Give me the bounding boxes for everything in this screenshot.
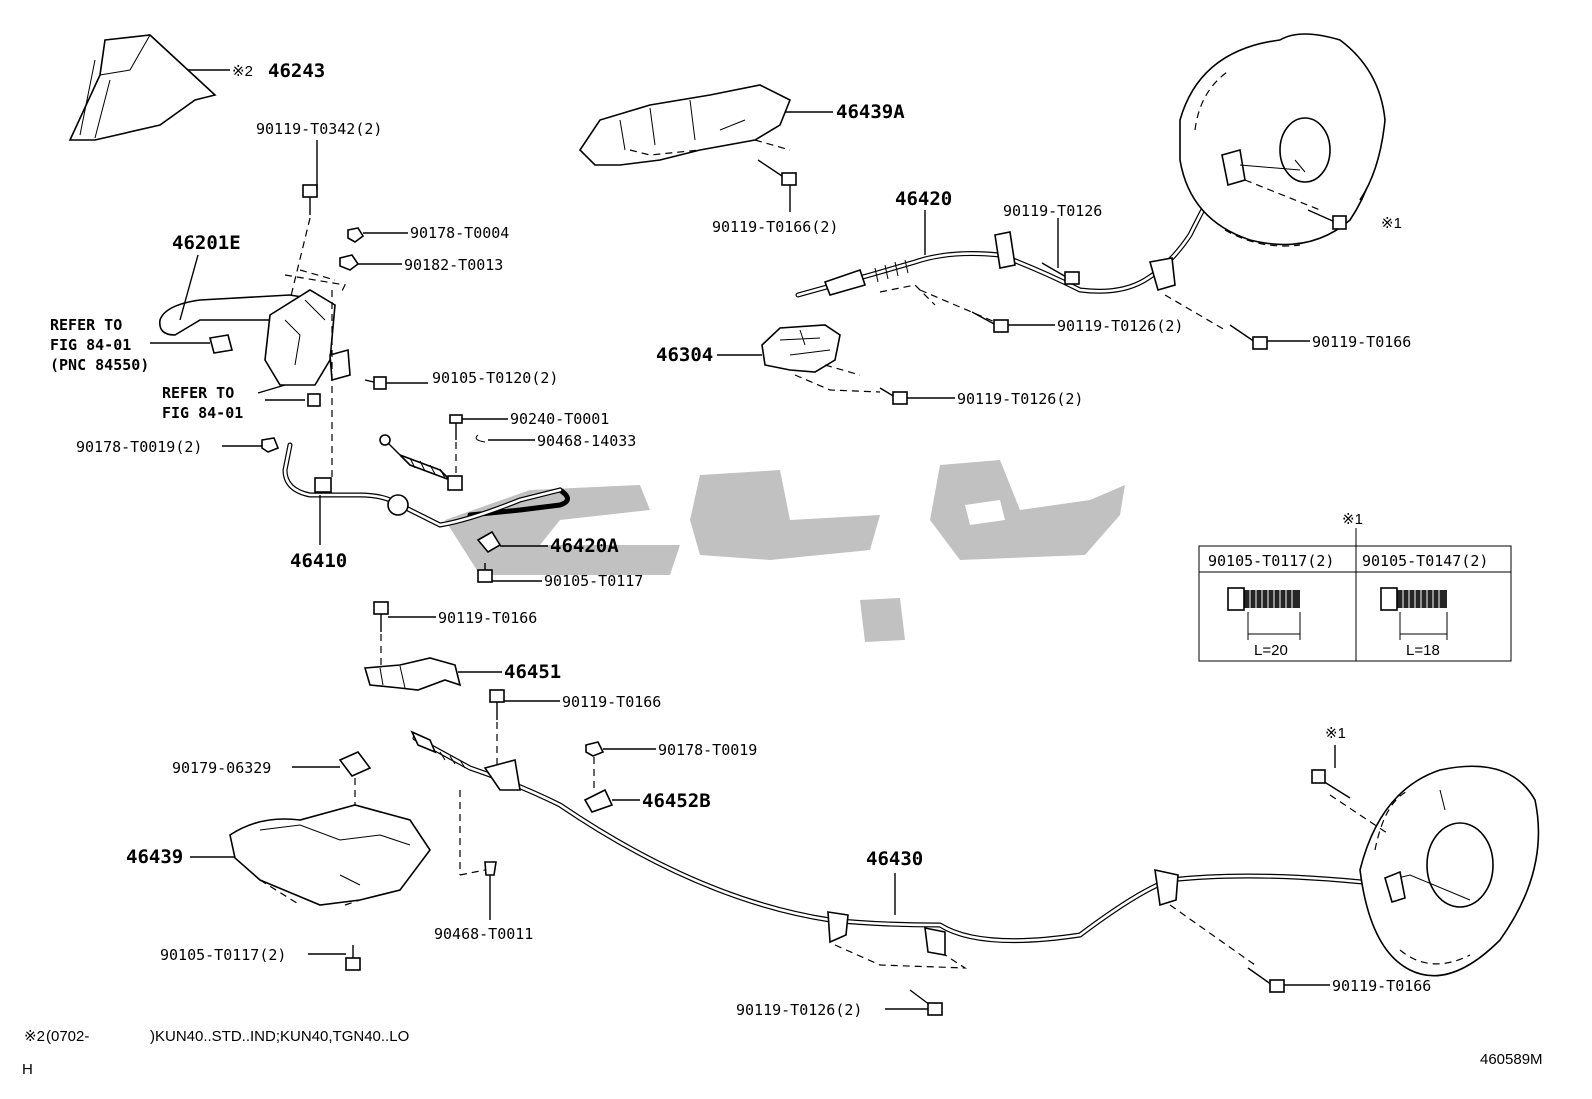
nut-90178-T0004: [347, 227, 408, 243]
part-label-46410: 46410: [290, 550, 347, 572]
cable-46420: [795, 167, 1228, 331]
part-label-90179-06329: 90179-06329: [172, 759, 271, 777]
bolt-90105-T0117: [477, 563, 542, 583]
table-length-1: L=20: [1254, 642, 1288, 659]
nut-90182-T0013: [339, 254, 402, 271]
part-label-90119-T0166-b: 90119-T0166: [562, 693, 661, 711]
table-header-2: 90105-T0147(2): [1362, 552, 1488, 570]
part-label-46439: 46439: [126, 846, 183, 868]
cable-46430: [410, 730, 1393, 969]
part-label-46430: 46430: [866, 848, 923, 870]
part-label-90119-T0166-a: 90119-T0166: [438, 609, 537, 627]
bolt-90119-T0166-d: [1229, 324, 1310, 350]
clamp-46420A: [476, 530, 548, 554]
cover-46439A: [578, 84, 833, 166]
cable-46410: [282, 434, 570, 545]
nut-90178-T0019: [585, 741, 656, 790]
brake-backing-plate-lh: [1179, 33, 1386, 247]
refer-to-line2: FIG 84-01: [50, 336, 131, 354]
lever-assy-46201E: [158, 254, 346, 386]
part-label-46451: 46451: [504, 661, 561, 683]
nut-90178-T0019-2: [222, 437, 280, 453]
part-label-90240-T0001: 90240-T0001: [510, 410, 609, 428]
part-label-90468-T0011: 90468-T0011: [434, 925, 533, 943]
part-label-90119-T0126-2-b: 90119-T0126(2): [957, 390, 1083, 408]
part-label-46439A: 46439A: [836, 101, 905, 123]
part-label-90178-T0004: 90178-T0004: [410, 224, 509, 242]
part-label-90105-T0120: 90105-T0120(2): [432, 369, 558, 387]
part-label-90119-T0126: 90119-T0126: [1003, 202, 1102, 220]
part-label-90178-T0019-2: 90178-T0019(2): [76, 438, 202, 456]
bracket-46451: [363, 657, 502, 691]
bolt-90105-T0120: [329, 348, 428, 390]
part-label-46420A: 46420A: [550, 535, 619, 557]
refer-to-line3: (PNC 84550): [50, 356, 149, 374]
part-label-46420: 46420: [895, 188, 952, 210]
diagram-code: 460589M: [1480, 1051, 1543, 1068]
part-label-90119-T0166-2: 90119-T0166(2): [712, 218, 838, 236]
clamp-46452B: [583, 788, 640, 813]
mark2-label: ※2: [232, 63, 253, 80]
part-label-90178-T0019: 90178-T0019: [658, 741, 757, 759]
bolt-90119-T0126: [1041, 218, 1080, 285]
bolt-refer-fig: [257, 384, 321, 407]
refer-to-2-line1: REFER TO: [162, 384, 234, 402]
footnote-mark: ※2: [24, 1028, 45, 1045]
footnote-text-a: (0702-: [46, 1028, 89, 1045]
part-label-46452B: 46452B: [642, 790, 711, 812]
bolt-90119-T0126-2-bottom: [885, 989, 943, 1016]
bolt-spec-table: [1198, 528, 1512, 662]
part-label-90119-T0342: 90119-T0342(2): [256, 120, 382, 138]
table-header-1: 90105-T0117(2): [1208, 552, 1334, 570]
part-label-46243: 46243: [268, 60, 325, 82]
part-label-90119-T0126-2-a: 90119-T0126(2): [1057, 317, 1183, 335]
lever-46304: [717, 324, 881, 393]
cover-46439: [190, 804, 431, 906]
part-label-90105-T0117: 90105-T0117: [544, 572, 643, 590]
bolt-90119-T0166-2: [757, 159, 797, 212]
part-label-90119-T0166-e: 90119-T0166: [1332, 977, 1431, 995]
part-label-90105-T0117-2: 90105-T0117(2): [160, 946, 286, 964]
part-label-90468-14033: 90468-14033: [537, 432, 636, 450]
bolt-90119-T0166-b: [489, 689, 560, 765]
bolt-90119-T0126-2-a: [919, 289, 1055, 333]
part-label-90182-T0013: 90182-T0013: [404, 256, 503, 274]
table-length-2: L=18: [1406, 642, 1440, 659]
bolt-90119-T0342: [289, 140, 318, 301]
clip-90468-14033: [475, 434, 535, 443]
bolt-90119-T0166-e: [1247, 967, 1330, 993]
pin-90240-T0001: [449, 414, 508, 480]
refer-to-2-line2: FIG 84-01: [162, 404, 243, 422]
part-label-46201E: 46201E: [172, 232, 241, 254]
footnote-text-b: )KUN40..STD..IND;KUN40,TGN40..LO: [150, 1028, 409, 1045]
corner-letter: H: [22, 1061, 33, 1078]
brake-backing-plate-rh: [1311, 745, 1540, 977]
mark1-rear-lh: ※1: [1381, 215, 1402, 232]
part-label-90119-T0166-d: 90119-T0166: [1312, 333, 1411, 351]
mark1-rear-rh: ※1: [1325, 725, 1346, 742]
part-label-46304: 46304: [656, 344, 713, 366]
part-label-90119-T0126-2-bottom: 90119-T0126(2): [736, 1001, 862, 1019]
refer-to-line1: REFER TO: [50, 316, 122, 334]
bolt-90119-T0126-2-b: [879, 387, 955, 405]
boot-46243: [68, 34, 230, 141]
mark1-table: ※1: [1342, 511, 1363, 528]
bolt-90105-T0117-2: [308, 945, 361, 971]
watermark-logo: [445, 460, 1125, 642]
bolt-90119-T0166-a: [373, 601, 436, 665]
